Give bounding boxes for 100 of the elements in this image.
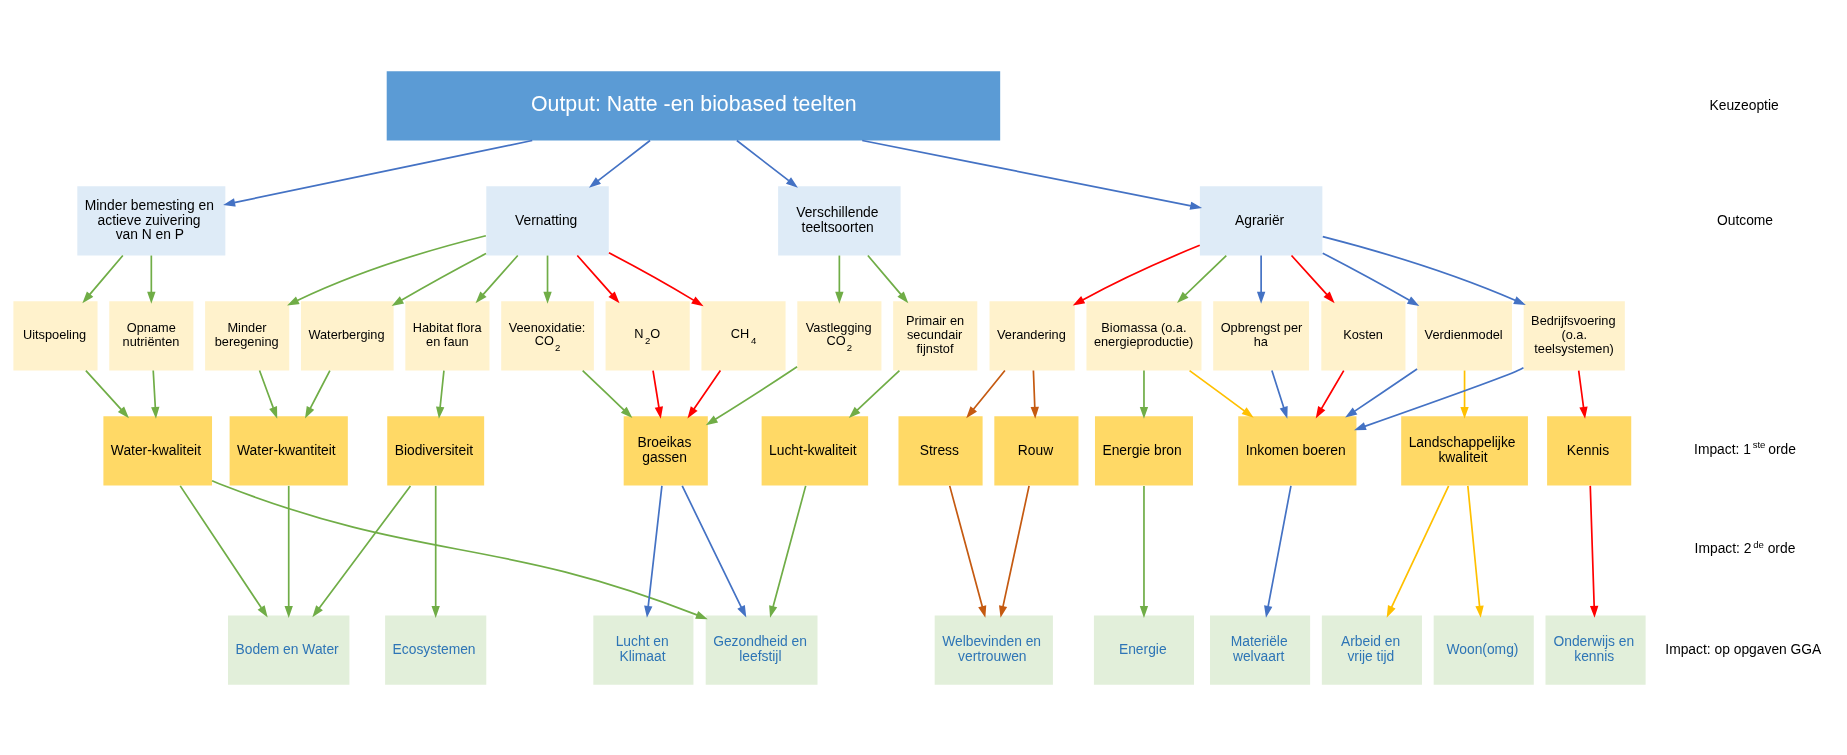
node-box: Verschillende teeltsoorten: [778, 185, 901, 255]
arrow: [581, 369, 633, 418]
arrow: [1577, 369, 1588, 419]
arrow: [436, 369, 445, 419]
arrow: [1139, 369, 1149, 419]
node-box: Energie: [1093, 615, 1195, 685]
arrow: [576, 254, 620, 303]
arrow: [1467, 484, 1484, 618]
node-box: Waterberging: [300, 300, 394, 371]
label: Impact: 1$^{ste}$ orde: [1694, 438, 1796, 457]
node-box: Primair en secundair fijnstof: [893, 300, 978, 371]
node-box: Biomassa (o.a. energieproductie): [1086, 300, 1202, 371]
arrow: [1460, 369, 1469, 419]
arrow: [287, 234, 487, 305]
node-box: Rouw: [994, 415, 1079, 486]
arrow: [736, 139, 798, 188]
node-box: Water-kwantiteit: [229, 415, 348, 486]
arrow: [82, 254, 124, 303]
arrow: [284, 484, 293, 618]
node-box: Biodiversiteit: [387, 415, 485, 486]
node-box: Bodem en Water: [228, 615, 350, 685]
node-box: Output: Natte -en biobased teelten: [386, 70, 1001, 140]
node-box: Minder beregening: [205, 300, 290, 371]
arrow: [687, 369, 722, 418]
label: Outcome: [1716, 211, 1774, 228]
arrow: [391, 252, 487, 306]
arrow: [1264, 484, 1292, 618]
node-box: N$_{2}$O: [605, 300, 690, 371]
arrow: [1256, 254, 1266, 304]
node-box: Landschappelijke kwaliteit: [1401, 415, 1528, 486]
node-box: Welbevinden en vertrouwen: [934, 615, 1053, 685]
arrow: [1139, 484, 1149, 618]
arrow: [1321, 235, 1526, 305]
label: Impact: 2$^{de}$ orde: [1694, 538, 1796, 556]
node-box: Onderwijs en kennis: [1545, 615, 1646, 685]
arrow: [223, 139, 534, 207]
node-box: CH$_{4}$: [701, 300, 786, 371]
arrow: [867, 254, 909, 303]
node-box: Kosten: [1321, 300, 1406, 371]
arrow: [1354, 366, 1525, 430]
node-box: Vernatting: [486, 185, 609, 255]
arrow: [769, 484, 807, 618]
node-box: Energie bron: [1095, 415, 1193, 486]
arrow: [999, 484, 1030, 618]
node-box: Minder bemesting en actieve zuivering van N en P: [77, 185, 226, 255]
arrow: [431, 484, 440, 618]
node-box: Habitat flora en faun: [405, 300, 490, 371]
node-box: Lucht-kwaliteit: [761, 415, 869, 486]
node-box: Opname nutriënten: [109, 300, 194, 371]
arrow: [1321, 251, 1420, 306]
arrow: [1271, 369, 1288, 419]
node-box: Inkomen boeren: [1238, 415, 1357, 486]
node-box: Arbeid en vrije tijd: [1321, 615, 1422, 685]
arrow: [151, 369, 160, 419]
node-box: Lucht en Klimaat: [593, 615, 694, 685]
arrow: [543, 254, 552, 304]
arrow: [948, 484, 987, 618]
arrow: [179, 484, 268, 617]
label: Keuzeoptie: [1709, 96, 1779, 112]
arrow: [1315, 369, 1345, 418]
arrow: [705, 365, 798, 425]
arrow: [312, 484, 412, 617]
node-box: Verdienmodel: [1417, 300, 1512, 371]
node-box: Bedrijfsvoering (o.a. teelsystemen): [1523, 300, 1625, 371]
arrow: [835, 254, 844, 304]
arrow: [1188, 369, 1254, 418]
arrow: [652, 369, 663, 419]
node-box: Gezondheid en leefstijl: [705, 615, 818, 685]
arrow: [1177, 254, 1228, 303]
node-box: Woon(omg): [1433, 615, 1534, 685]
label: Impact: op opgaven GGA: [1665, 640, 1822, 657]
arrow: [85, 369, 129, 418]
arrow: [1345, 367, 1418, 418]
arrow: [681, 484, 747, 618]
node-box: Materiële welvaart: [1210, 615, 1311, 685]
arrow: [966, 369, 1006, 418]
arrow: [147, 254, 156, 304]
node-box: Water-kwaliteit: [103, 415, 213, 486]
arrow: [588, 139, 651, 188]
arrow: [1030, 369, 1039, 419]
arrow: [475, 254, 519, 303]
arrow: [644, 484, 663, 618]
arrow: [305, 369, 331, 419]
arrow: [1072, 244, 1201, 306]
arrow: [258, 369, 278, 419]
node-box: Ecosystemen: [385, 615, 487, 685]
arrow: [848, 369, 901, 418]
node-box: Broeikas gassen: [623, 415, 708, 486]
node-box: Uitspoeling: [13, 300, 98, 371]
node-box: Stress: [898, 415, 983, 486]
arrow: [608, 251, 704, 306]
node-box: Opbrengst per ha: [1213, 300, 1310, 371]
arrow: [1589, 484, 1599, 618]
arrow: [1386, 484, 1450, 618]
arrow: [861, 139, 1203, 210]
node-box: Verandering: [989, 300, 1075, 371]
node-box: Vastlegging CO$_{2}$: [797, 300, 882, 371]
node-box: Agrariër: [1199, 185, 1323, 255]
arrow: [211, 479, 708, 619]
arrow: [1290, 254, 1335, 303]
